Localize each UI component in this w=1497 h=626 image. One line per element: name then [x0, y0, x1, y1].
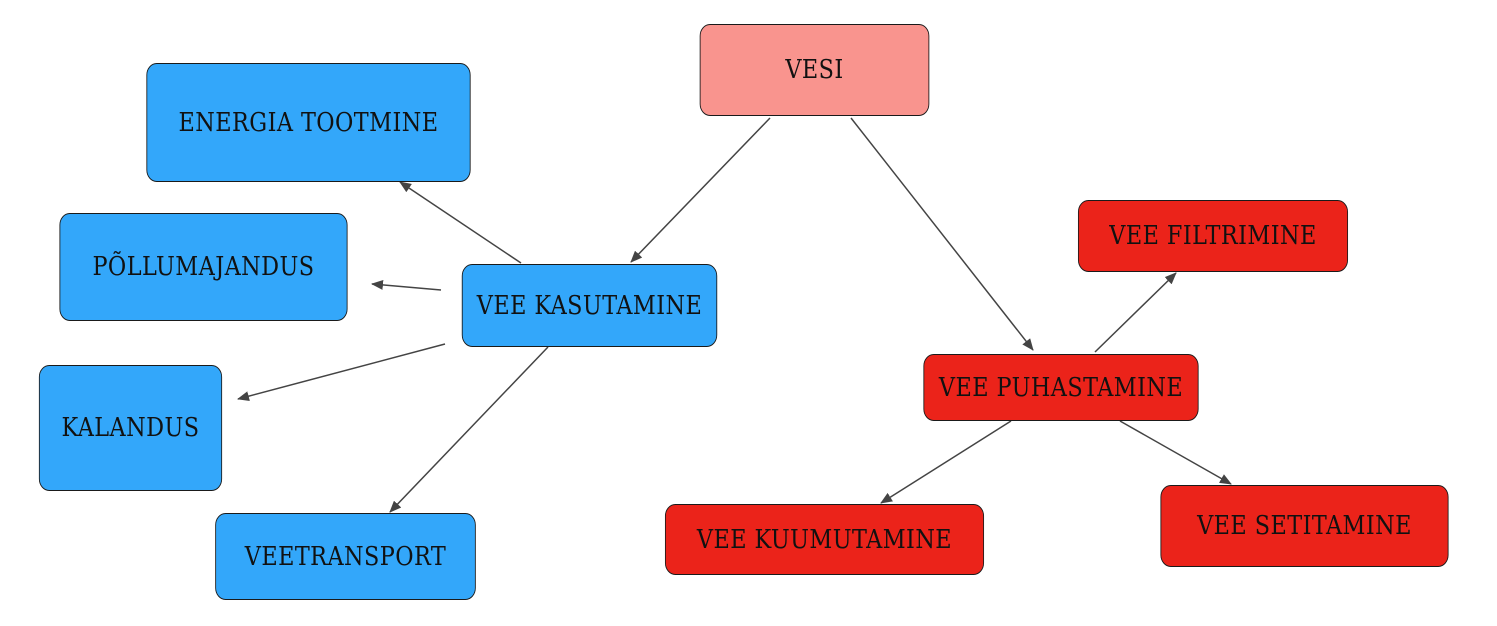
node-energia-tootmine-label: ENERGIA TOOTMINE — [178, 107, 439, 138]
edge-vee-kasutamine-to-energia-tootmine — [399, 181, 522, 264]
node-kalandus-label: KALANDUS — [61, 413, 200, 443]
node-kalandus[interactable]: KALANDUS — [38, 365, 223, 491]
edge-vee-puhastamine-to-vee-filtrimine — [1094, 272, 1177, 353]
edge-vesi-to-vee-kasutamine — [630, 117, 771, 263]
node-vee-puhastamine[interactable]: VEE PUHASTAMINE — [923, 354, 1199, 421]
edge-vee-puhastamine-to-vee-kuumutamine — [880, 420, 1012, 504]
node-energia-tootmine[interactable]: ENERGIA TOOTMINE — [146, 63, 471, 182]
node-vee-filtrimine-label: VEE FILTRIMINE — [1109, 221, 1317, 251]
node-vee-setitamine-label: VEE SETITAMINE — [1197, 511, 1412, 541]
node-pollumajandus[interactable]: PÕLLUMAJANDUS — [59, 213, 348, 321]
edge-vee-puhastamine-to-vee-setitamine — [1119, 420, 1232, 485]
node-veetransport[interactable]: VEETRANSPORT — [215, 513, 476, 600]
node-vee-kasutamine[interactable]: VEE KASUTAMINE — [461, 264, 718, 347]
edge-vesi-to-vee-puhastamine — [850, 117, 1034, 351]
node-vee-kasutamine-label: VEE KASUTAMINE — [476, 290, 703, 321]
node-veetransport-label: VEETRANSPORT — [244, 541, 447, 572]
node-vee-kuumutamine[interactable]: VEE KUUMUTAMINE — [664, 504, 985, 575]
node-vesi[interactable]: VESI — [699, 24, 930, 116]
edge-vee-kasutamine-to-pollumajandus — [371, 279, 442, 291]
node-vee-filtrimine[interactable]: VEE FILTRIMINE — [1077, 200, 1349, 272]
node-vesi-label: VESI — [785, 55, 844, 85]
node-vee-kuumutamine-label: VEE KUUMUTAMINE — [696, 524, 953, 555]
node-vee-puhastamine-label: VEE PUHASTAMINE — [938, 372, 1184, 403]
node-vee-setitamine[interactable]: VEE SETITAMINE — [1160, 485, 1449, 567]
edge-vee-kasutamine-to-veetransport — [389, 346, 549, 513]
edge-vee-kasutamine-to-kalandus — [237, 343, 446, 402]
node-pollumajandus-label: PÕLLUMAJANDUS — [92, 252, 315, 282]
